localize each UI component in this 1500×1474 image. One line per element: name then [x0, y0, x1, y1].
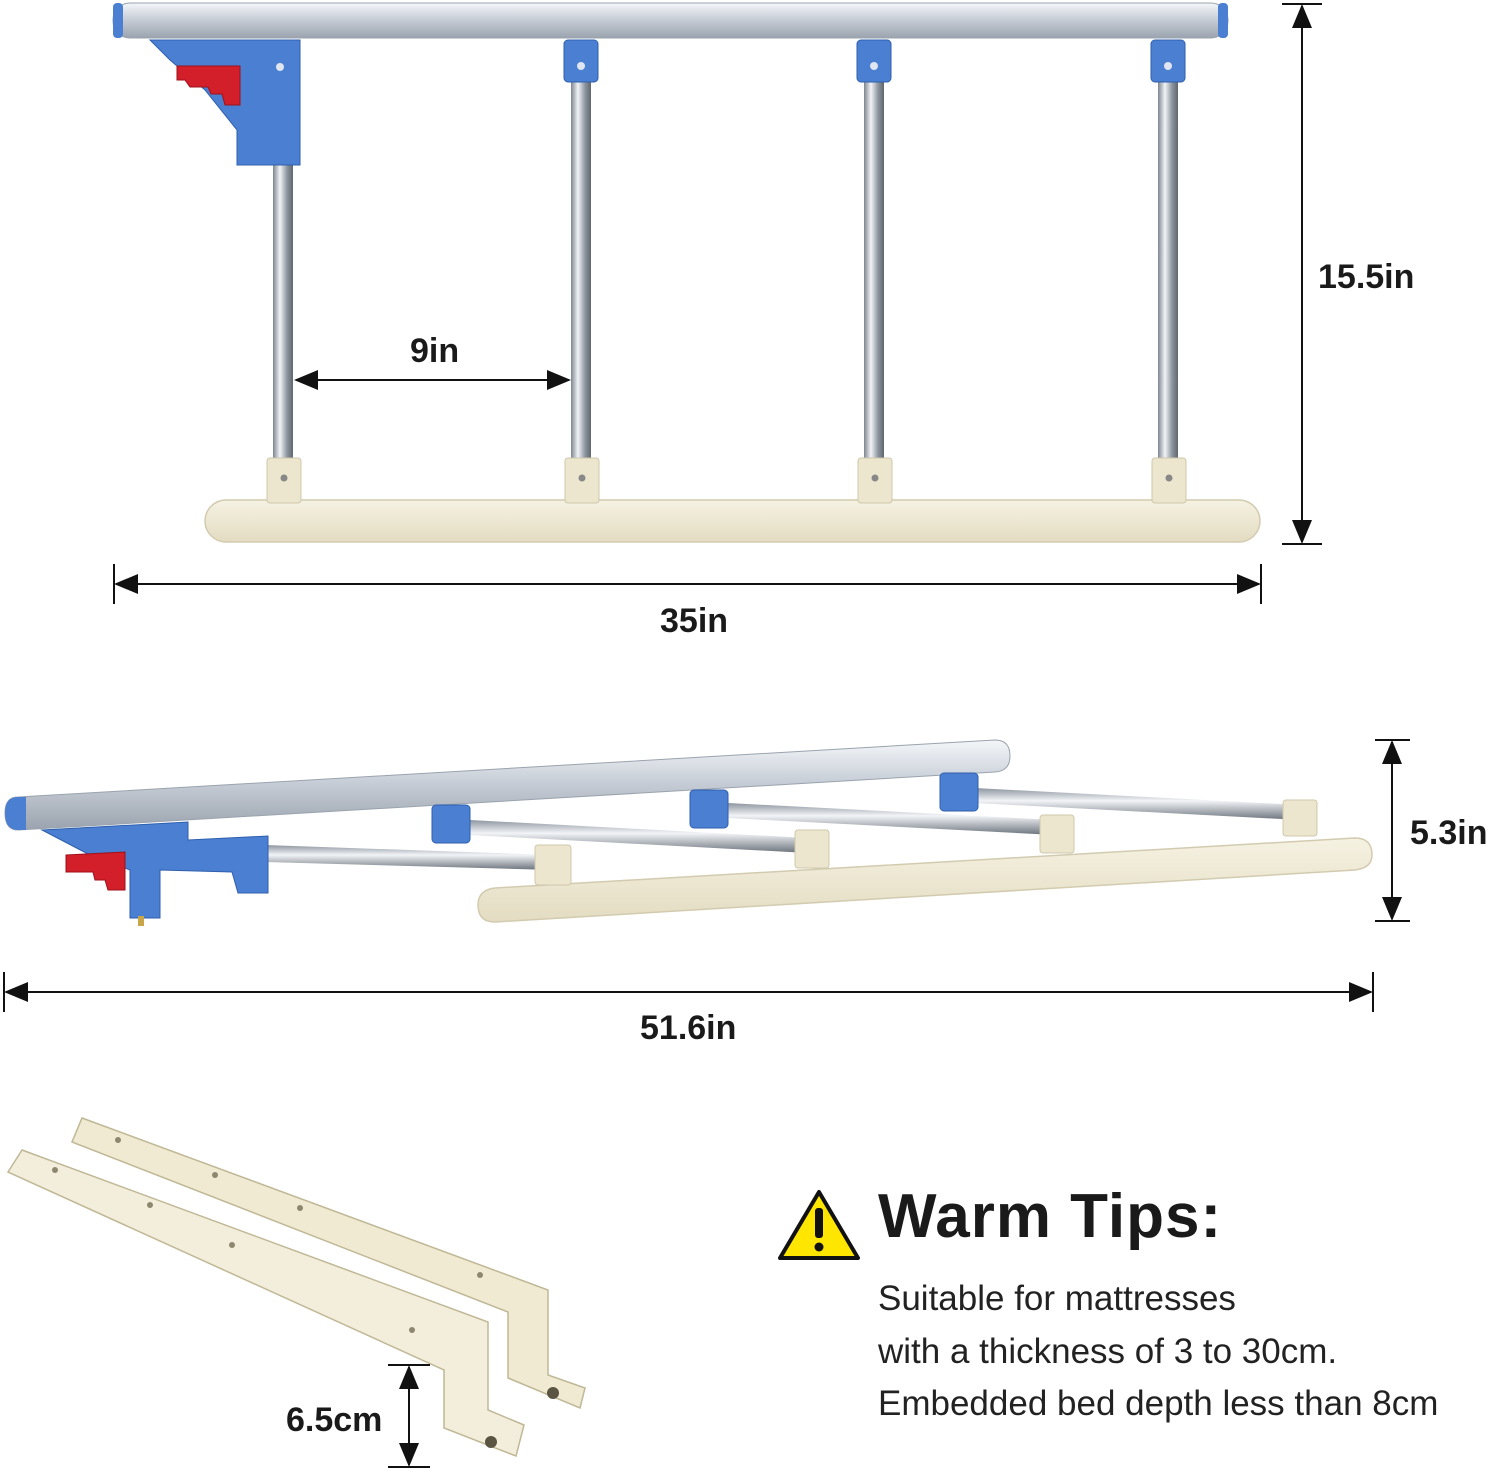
- tip-line-2: with a thickness of 3 to 30cm.: [878, 1332, 1338, 1371]
- folded-length-label: 51.6in: [640, 1009, 737, 1047]
- folded-height-dimension-line: [1375, 739, 1410, 922]
- folded-length-dimension-line: [3, 972, 1374, 1012]
- spacing-label: 9in: [410, 332, 460, 370]
- bracket-offset-dimension-line: [388, 1364, 430, 1468]
- mounting-straps: [6, 1117, 586, 1458]
- height-label: 15.5in: [1318, 258, 1415, 296]
- warning-icon: [778, 1190, 860, 1260]
- height-dimension-line: [1282, 3, 1322, 545]
- tip-line-1: Suitable for mattresses: [878, 1279, 1236, 1318]
- bracket-offset-label: 6.5cm: [286, 1401, 383, 1439]
- folded-height-label: 5.3in: [1410, 814, 1488, 852]
- upright-bed-rail: [112, 2, 1261, 543]
- tip-line-3: Embedded bed depth less than 8cm: [878, 1384, 1439, 1423]
- width-label: 35in: [660, 602, 729, 640]
- folded-bed-rail: [4, 739, 1373, 926]
- width-dimension-line: [113, 564, 1262, 604]
- warm-tips-title: Warm Tips:: [878, 1182, 1223, 1251]
